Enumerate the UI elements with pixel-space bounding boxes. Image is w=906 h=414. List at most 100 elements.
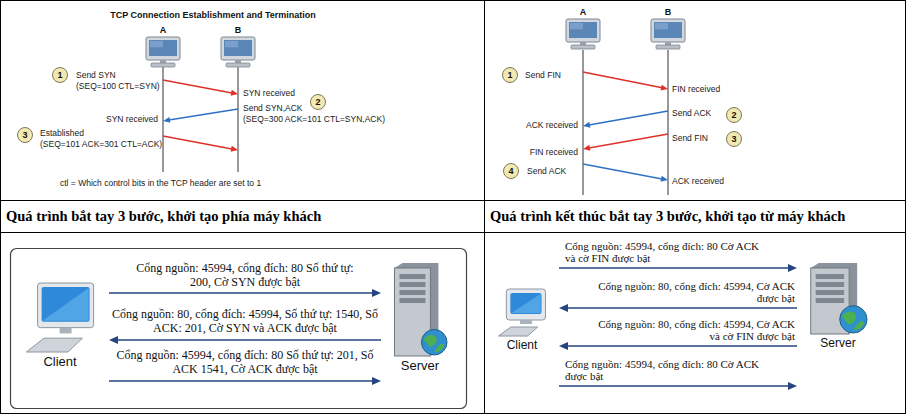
timeline (163, 66, 164, 172)
screen-glare (150, 41, 163, 47)
message-arrow (559, 382, 797, 390)
step-callout: 2 (310, 94, 326, 110)
pc-icon (648, 18, 688, 50)
step-label: Established (40, 128, 84, 138)
drive-slot (816, 282, 844, 287)
monitor-frame (506, 289, 545, 320)
drive-slot (399, 274, 425, 279)
cell-caption: Quá trình kết thúc bắt tay 3 bước, khởi … (490, 207, 845, 225)
host-label: Server (820, 336, 855, 350)
server-icon (807, 262, 869, 336)
client-icon (494, 288, 550, 338)
server-host: Server (387, 262, 453, 374)
cell-caption: Quá trình bắt tay 3 bước, khởi tạo phía … (6, 207, 321, 225)
monitor-base (151, 63, 175, 67)
screen-glare (570, 23, 583, 29)
host-computer: B (645, 7, 691, 50)
server-icon (391, 262, 449, 358)
drive-slot (399, 290, 425, 295)
drive-slot (816, 298, 844, 303)
step-label: Send ACK (527, 166, 566, 176)
step-label: SYN received (106, 114, 158, 124)
step-label: Send ACK (672, 108, 711, 118)
message-arrow (109, 377, 381, 385)
arrow-head (583, 122, 590, 128)
arrow-head (231, 146, 238, 152)
callout-number: 3 (22, 130, 27, 140)
server-host: Server (803, 262, 873, 350)
drive-slot (816, 274, 844, 279)
screen-glare (655, 23, 668, 29)
drive-slot (816, 290, 844, 295)
monitor-screen (569, 22, 597, 38)
step-callout: 1 (502, 67, 518, 83)
client-host: Client (491, 288, 553, 352)
callout-number: 2 (731, 110, 736, 120)
host-label: A (160, 25, 167, 36)
arrow-head (661, 176, 668, 182)
segment-label: Cổng nguồn: 45994, cổng đích: 80 Cờ ACK … (565, 240, 765, 265)
drive-slot (399, 282, 425, 287)
message-arrow (583, 111, 668, 128)
monitor-base (226, 63, 250, 67)
arrow-head (163, 117, 170, 123)
step-label: Send SYN,ACK (243, 103, 303, 113)
step-label: ACK received (672, 176, 724, 186)
step-label: Send SYN (76, 70, 116, 80)
globe-land (842, 311, 856, 324)
monitor-frame (221, 37, 255, 60)
callout-number: 2 (315, 97, 320, 107)
message-arrow (559, 304, 797, 312)
host-computer: A (140, 25, 186, 68)
step-label: Send FIN (525, 70, 561, 80)
keyboard (498, 327, 537, 336)
arrow-head (231, 90, 238, 96)
segment-label: Cổng nguồn: 45994, cổng đích: 80 Số thứ … (113, 349, 378, 377)
arrow-shaft (589, 111, 668, 125)
host-label: A (580, 7, 587, 18)
host-computer: B (215, 25, 261, 68)
pc-icon (563, 18, 603, 50)
timeline (668, 50, 669, 195)
step-label: ACK received (526, 120, 578, 130)
table-rule (484, 0, 485, 414)
monitor-screen (149, 40, 177, 56)
server-side (811, 263, 857, 334)
callout-number: 1 (57, 70, 62, 80)
table-rule (0, 232, 906, 233)
segment-label: Cổng nguồn: 80, cổng đích: 45994, Số thứ… (110, 308, 380, 336)
message-arrow (163, 136, 238, 152)
arrow-head (372, 289, 381, 297)
arrow-shaft (583, 164, 662, 179)
globe (840, 306, 867, 333)
screen-glare (511, 294, 540, 313)
step-label: Send FIN (672, 133, 708, 143)
host-label: B (665, 7, 672, 18)
screen-glare (43, 288, 89, 321)
arrow-shaft (163, 136, 232, 149)
step-callout: 2 (726, 107, 742, 123)
screen-glare (225, 41, 238, 47)
segment-label: Cổng nguồn: 80, cổng đích: 45994, Cờ ACK… (595, 318, 795, 343)
step-callout: 1 (52, 67, 68, 83)
message-arrow (163, 109, 238, 123)
message-arrow (583, 164, 668, 182)
globe (421, 329, 447, 355)
segment-label: Cổng nguồn: 45994, cổng đích: 80 Số thứ … (125, 262, 365, 290)
monitor-frame (146, 37, 180, 60)
monitor-screen (510, 293, 541, 314)
arrow-shaft (567, 345, 797, 347)
host-label: Client (507, 338, 538, 352)
step-label: (SEQ=100 CTL=SYN) (76, 81, 160, 91)
monitor-frame (651, 19, 685, 42)
globe-land (853, 321, 864, 330)
timeline (238, 66, 239, 172)
globe-land (434, 344, 444, 352)
message-arrow (109, 289, 381, 297)
arrow-shaft (109, 380, 373, 382)
arrow-shaft (169, 109, 238, 120)
message-arrow (559, 264, 797, 272)
message-arrow (583, 134, 668, 151)
